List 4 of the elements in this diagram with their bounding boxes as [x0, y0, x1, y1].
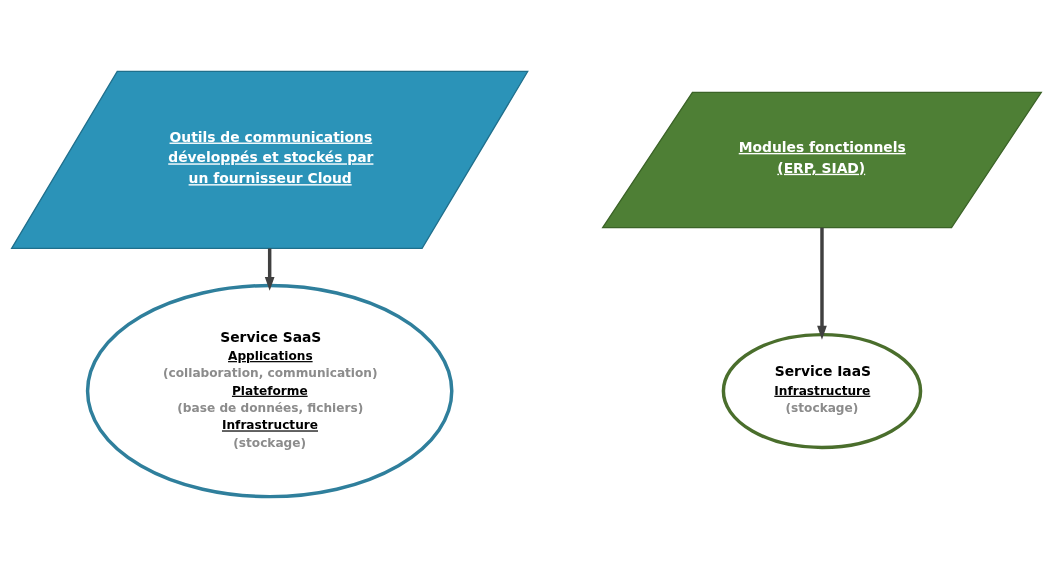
node-ellipse: Service SaaS Applications (collaboration, communication) Plateforme (base de données, fichiers) Infrastructure (stockage)	[85, 283, 454, 499]
arrow	[264, 248, 275, 291]
arrow	[817, 227, 827, 340]
node-ellipse: Service IaaS Infrastructure (stockage)	[721, 332, 923, 450]
